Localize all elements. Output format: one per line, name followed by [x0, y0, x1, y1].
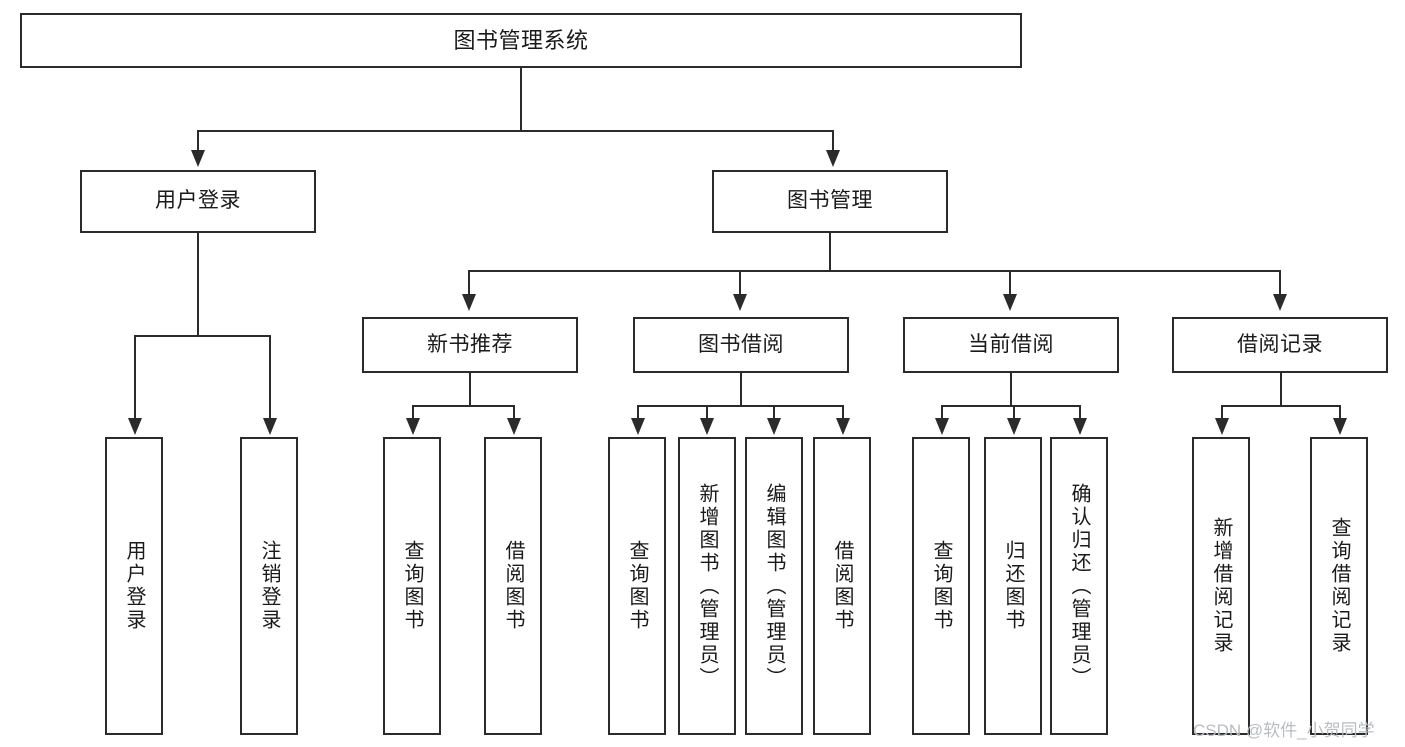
edge-drop-leaf-user-login: [134, 335, 136, 420]
node-borrow-record[interactable]: 借阅记录: [1172, 317, 1388, 373]
edge-drop-leaf-return-book: [1013, 405, 1015, 420]
arrow-to-leaf-borrow-book-2: [836, 418, 850, 435]
arrow-to-leaf-add-record: [1215, 418, 1229, 435]
leaf-borrow-book-2-label: 借阅图书: [831, 540, 853, 632]
leaf-borrow-book-1-label: 借阅图书: [502, 540, 524, 632]
edge-drop-leaf-edit-book: [773, 405, 775, 420]
edge-drop-leaf-confirm-return: [1079, 405, 1081, 420]
leaf-borrow-book-1[interactable]: 借阅图书: [484, 437, 542, 735]
edge-drop-leaf-query-record: [1339, 405, 1341, 420]
leaf-edit-book-label: 编辑图书（管理员）: [763, 482, 785, 690]
edge-level3-drop-new-book-recommend: [468, 270, 470, 296]
edge-user-login-bus: [134, 335, 271, 337]
arrow-to-book-manage: [826, 150, 840, 167]
node-book-borrow[interactable]: 图书借阅: [633, 317, 849, 373]
node-new-book-recommend-label: 新书推荐: [427, 332, 513, 356]
edge-drop-leaf-add-record: [1221, 405, 1223, 420]
edge-drop-leaf-query-book-2: [637, 405, 639, 420]
leaf-edit-book[interactable]: 编辑图书（管理员）: [745, 437, 803, 735]
leaf-query-book-1[interactable]: 查询图书: [383, 437, 441, 735]
csdn-watermark: CSDN @软件_小贺同学: [1193, 721, 1375, 740]
leaf-borrow-book-2[interactable]: 借阅图书: [813, 437, 871, 735]
arrow-to-leaf-user-logout: [263, 418, 277, 435]
edge-root-stem: [520, 68, 522, 130]
arrow-to-leaf-query-book-3: [935, 418, 949, 435]
arrow-to-new-book-recommend: [462, 294, 476, 311]
leaf-query-record[interactable]: 查询借阅记录: [1310, 437, 1368, 735]
edge-level2-drop-book-manage: [832, 130, 834, 152]
arrow-to-leaf-return-book: [1007, 418, 1021, 435]
leaf-user-logout[interactable]: 注销登录: [240, 437, 298, 735]
node-book-borrow-label: 图书借阅: [698, 332, 784, 356]
edge-drop-leaf-user-logout: [269, 335, 271, 420]
edge-new-book-recommend-bus: [412, 405, 513, 407]
node-root-book-management-system[interactable]: 图书管理系统: [20, 13, 1022, 68]
edge-borrow-record-stem: [1280, 373, 1282, 407]
leaf-add-book[interactable]: 新增图书（管理员）: [678, 437, 736, 735]
arrow-to-current-borrow: [1003, 294, 1017, 311]
edge-drop-leaf-borrow-book-1: [513, 405, 515, 420]
edge-borrow-record-bus: [1221, 405, 1339, 407]
node-book-manage-label: 图书管理: [787, 189, 873, 213]
edge-new-book-recommend-stem: [469, 373, 471, 407]
edge-current-borrow-stem: [1010, 373, 1012, 407]
arrow-to-leaf-query-record: [1333, 418, 1347, 435]
leaf-query-book-3[interactable]: 查询图书: [912, 437, 970, 735]
leaf-add-record-label: 新增借阅记录: [1210, 517, 1232, 655]
edge-drop-leaf-add-book: [706, 405, 708, 420]
edge-level3-drop-borrow-record: [1279, 270, 1281, 296]
arrow-to-book-borrow: [733, 294, 747, 311]
arrow-to-leaf-query-book-2: [631, 418, 645, 435]
arrow-to-leaf-edit-book: [767, 418, 781, 435]
edge-level3-drop-book-borrow: [739, 270, 741, 296]
leaf-query-book-1-label: 查询图书: [401, 540, 423, 632]
edge-level3-drop-current-borrow: [1009, 270, 1011, 296]
arrow-to-leaf-confirm-return: [1073, 418, 1087, 435]
arrow-to-leaf-borrow-book-1: [507, 418, 521, 435]
node-user-login[interactable]: 用户登录: [80, 170, 316, 233]
edge-drop-leaf-borrow-book-2: [842, 405, 844, 420]
node-borrow-record-label: 借阅记录: [1237, 332, 1323, 356]
edge-level2-drop-user-login: [197, 130, 199, 152]
edge-book-borrow-stem: [740, 373, 742, 407]
edge-drop-leaf-query-book-3: [941, 405, 943, 420]
edge-drop-leaf-query-book-1: [412, 405, 414, 420]
leaf-query-book-2[interactable]: 查询图书: [608, 437, 666, 735]
leaf-query-book-3-label: 查询图书: [930, 540, 952, 632]
leaf-user-login[interactable]: 用户登录: [105, 437, 163, 735]
node-new-book-recommend[interactable]: 新书推荐: [362, 317, 578, 373]
arrow-to-leaf-user-login: [128, 418, 142, 435]
edge-level3-bus: [468, 270, 1280, 272]
edge-book-manage-stem: [829, 233, 831, 272]
arrow-to-leaf-query-book-1: [406, 418, 420, 435]
edge-user-login-stem: [197, 233, 199, 337]
leaf-query-book-2-label: 查询图书: [626, 540, 648, 632]
leaf-user-login-label: 用户登录: [123, 540, 145, 632]
node-book-manage[interactable]: 图书管理: [712, 170, 948, 233]
arrow-to-borrow-record: [1273, 294, 1287, 311]
leaf-confirm-return-label: 确认归还（管理员）: [1068, 482, 1090, 690]
arrow-to-leaf-add-book: [700, 418, 714, 435]
edge-current-borrow-bus: [941, 405, 1079, 407]
leaf-add-record[interactable]: 新增借阅记录: [1192, 437, 1250, 735]
arrow-to-user-login: [191, 150, 205, 167]
edge-book-borrow-bus: [637, 405, 842, 407]
node-user-login-label: 用户登录: [155, 189, 241, 213]
leaf-return-book-label: 归还图书: [1002, 540, 1024, 632]
node-current-borrow-label: 当前借阅: [968, 332, 1054, 356]
node-root-label: 图书管理系统: [453, 27, 589, 53]
leaf-user-logout-label: 注销登录: [258, 540, 280, 632]
leaf-confirm-return[interactable]: 确认归还（管理员）: [1050, 437, 1108, 735]
leaf-return-book[interactable]: 归还图书: [984, 437, 1042, 735]
leaf-query-record-label: 查询借阅记录: [1328, 517, 1350, 655]
leaf-add-book-label: 新增图书（管理员）: [696, 482, 718, 690]
node-current-borrow[interactable]: 当前借阅: [903, 317, 1119, 373]
edge-level2-bus: [197, 130, 834, 132]
